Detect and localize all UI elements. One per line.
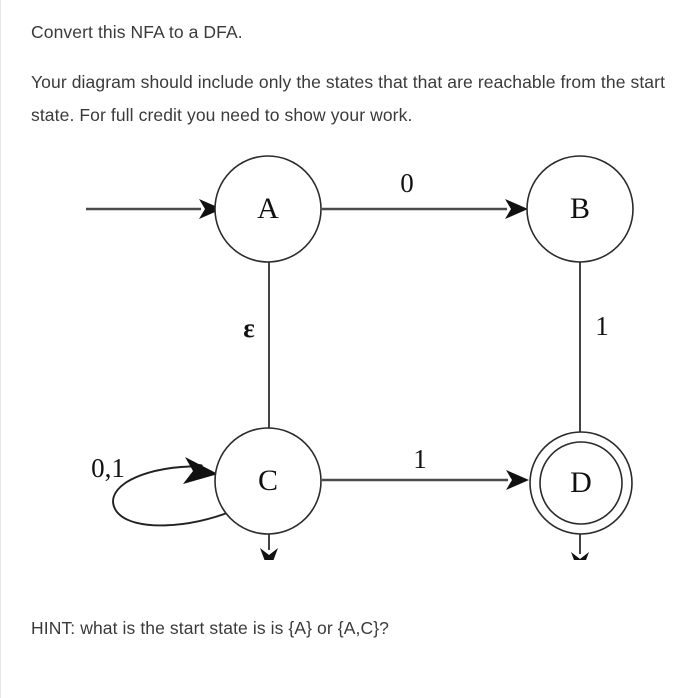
hint-line: HINT: what is the start state is is {A} … xyxy=(31,618,389,638)
state-label-b: B xyxy=(570,192,590,225)
edge-label-b-to-d: 1 xyxy=(595,311,609,341)
state-label-d: D xyxy=(570,466,592,499)
state-label-a: A xyxy=(257,192,279,225)
state-node-b[interactable]: B xyxy=(526,155,634,263)
edge-c-self-loop xyxy=(112,457,233,527)
edge-label-a-to-b: 0 xyxy=(400,168,414,198)
state-label-c: C xyxy=(258,464,278,497)
edge-label-c-self-loop: 0,1 xyxy=(91,453,125,483)
intro-line: Convert this NFA to a DFA. xyxy=(31,22,243,42)
edge-c-to-d xyxy=(322,470,529,490)
nfa-state-diagram: 0 ε 1 1 0,1 xyxy=(1,140,700,560)
start-arrow xyxy=(86,199,222,219)
edge-label-a-to-c: ε xyxy=(243,313,255,343)
edge-a-to-b xyxy=(322,199,528,219)
edge-label-c-to-d: 1 xyxy=(413,444,427,474)
state-node-c[interactable]: C xyxy=(214,427,322,535)
instructions-paragraph: Your diagram should include only the sta… xyxy=(31,72,666,125)
state-node-a[interactable]: A xyxy=(214,155,322,263)
state-node-d[interactable]: D xyxy=(529,431,633,535)
